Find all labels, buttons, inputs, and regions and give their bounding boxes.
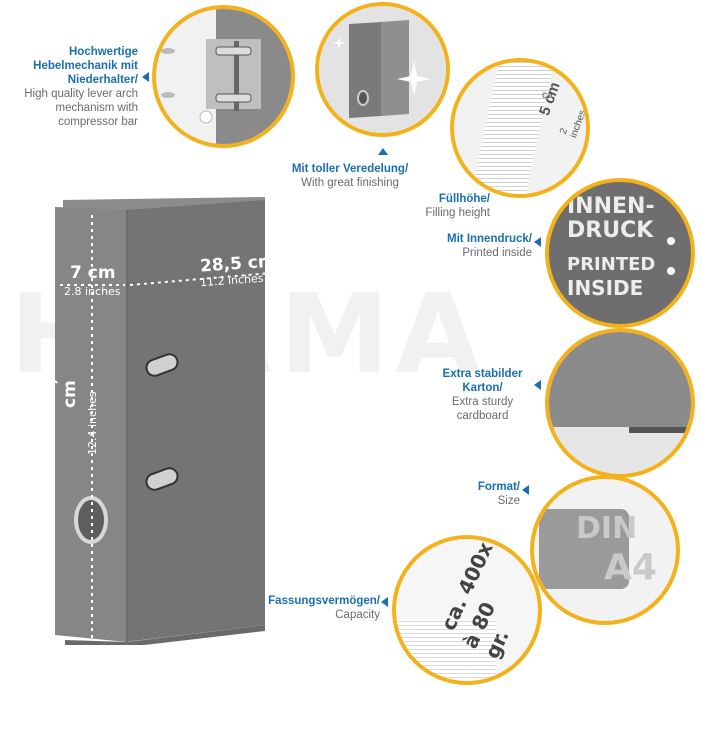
feature-format: Format/ Size xyxy=(470,480,520,508)
pointer-lever-icon xyxy=(142,72,149,82)
pointer-capacity-icon xyxy=(381,597,388,607)
feature-printed-inside: Mit Innendruck/ Printed inside xyxy=(420,232,532,260)
circle-capacity: ca. 400x à 80 gr. xyxy=(392,535,542,685)
feature-printed-en: Printed inside xyxy=(462,247,532,259)
circle-format: DIN A4 xyxy=(530,475,680,625)
feature-lever-mechanism: Hochwertige Hebelmechanik mit Niederhalt… xyxy=(8,45,138,129)
circle-lever-mechanism xyxy=(152,5,295,148)
binder-illustration xyxy=(55,195,275,647)
inside-text-4: INSIDE xyxy=(567,276,644,300)
feature-lever-de: Hochwertige Hebelmechanik mit Niederhalt… xyxy=(33,46,138,86)
feature-filling-en: Filling height xyxy=(425,207,490,219)
circle-cardboard xyxy=(545,328,695,478)
height-cm-label: 31,5 cm xyxy=(40,366,80,408)
circle-printed-inside: INNEN- DRUCK PRINTED INSIDE xyxy=(545,178,695,328)
circle-finishing xyxy=(315,2,450,137)
feature-finishing-en: With great finishing xyxy=(301,177,399,189)
feature-filling-height: Füllhöhe/ Filling height xyxy=(395,192,490,220)
pointer-cardboard-icon xyxy=(534,380,541,390)
pointer-printed-icon xyxy=(534,237,541,247)
feature-printed-de: Mit Innendruck/ xyxy=(447,233,532,245)
feature-capacity-de: Fassungsvermögen/ xyxy=(268,595,380,607)
inside-text-2: DRUCK xyxy=(567,218,654,243)
circle-filling-height: ca. 5 cm 2 inches xyxy=(450,58,590,198)
feature-lever-en: High quality lever arch mechanism with c… xyxy=(24,88,138,128)
pointer-finishing-icon xyxy=(378,148,388,155)
feature-cardboard: Extra stabilder Karton/ Extra sturdy car… xyxy=(430,367,535,423)
feature-finishing-de: Mit toller Veredelung/ xyxy=(291,163,409,175)
feature-cardboard-de: Extra stabilder Karton/ xyxy=(442,368,523,394)
depth-in-label: 2.8 inches xyxy=(64,285,121,298)
fill-ca-text: ca. xyxy=(542,90,556,101)
inside-text-3: PRINTED xyxy=(567,254,656,275)
height-in-label: 12.4 inches xyxy=(86,391,99,455)
feature-capacity: Fassungsvermögen/ Capacity xyxy=(255,594,380,622)
feature-format-de: Format/ xyxy=(477,481,520,493)
feature-capacity-en: Capacity xyxy=(335,609,380,621)
feature-filling-de: Füllhöhe/ xyxy=(438,193,490,205)
inside-text-1: INNEN- xyxy=(567,194,655,219)
pointer-format-icon xyxy=(522,485,529,495)
feature-finishing: Mit toller Veredelung/ With great finish… xyxy=(275,162,425,190)
feature-cardboard-en: Extra sturdy cardboard xyxy=(451,396,514,422)
format-text-2: A4 xyxy=(604,547,657,588)
depth-cm-label: 7 cm xyxy=(70,263,116,283)
format-text-1: DIN xyxy=(576,511,638,546)
feature-format-en: Size xyxy=(497,495,520,507)
